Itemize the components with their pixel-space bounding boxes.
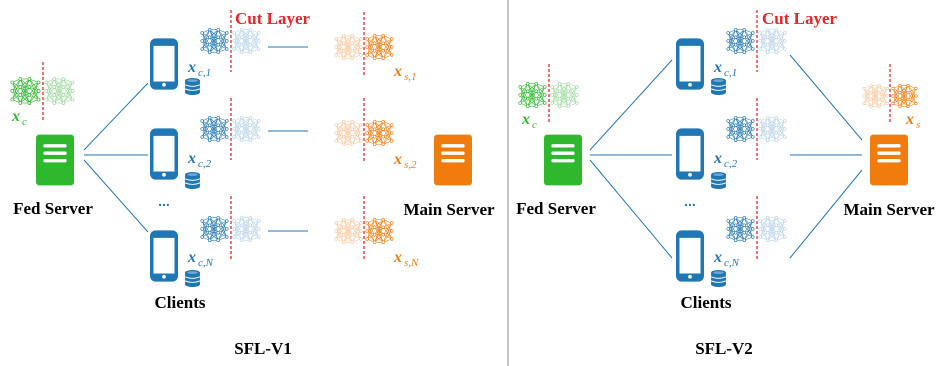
database-icon [711,172,726,189]
connection-lines [589,54,863,259]
server-sub: s [916,119,920,131]
neural-network-icon [758,27,787,55]
fed-server-model: x c [518,64,579,131]
clients-label: Clients [681,293,732,312]
neural-network-icon [726,115,755,143]
smartphone-icon [676,38,704,90]
server-model-n: x s,N [334,196,419,269]
neural-network-icon [862,83,889,109]
database-icon [185,270,200,287]
neural-network-icon [232,215,261,243]
ellipsis: ... [158,193,170,209]
neural-network-icon [10,76,41,106]
client-1: x c,1 [676,10,787,95]
client-sub: c,N [724,257,740,269]
fed-model-var: x [11,108,20,125]
main-server-label: Main Server [403,200,495,219]
cut-layer-label: Cut Layer [762,9,838,28]
client-sub: c,1 [198,67,211,79]
client-var: x [187,59,196,76]
client-var: x [713,150,722,167]
neural-network-icon [44,76,75,106]
neural-network-icon [232,115,261,143]
cut-layer-label: Cut Layer [235,9,311,28]
panel-title: SFL-V2 [695,339,753,358]
neural-network-icon [518,81,547,109]
server-model-1: x s,1 [334,12,417,83]
neural-network-icon [232,27,261,55]
fed-server-icon [544,134,582,186]
fed-server-label: Fed Server [516,199,596,218]
neural-network-icon [334,119,363,147]
fed-server-label: Fed Server [13,199,93,218]
neural-network-icon [758,115,787,143]
client-sub: c,1 [724,67,737,79]
neural-network-icon [891,83,918,109]
client-2: x c,2 [676,98,787,189]
clients-label: Clients [155,293,206,312]
fed-server-icon [36,134,74,186]
neural-network-icon [550,81,579,109]
server-var: x [393,63,402,80]
database-icon [185,78,200,95]
client-sub: c,2 [724,158,738,170]
smartphone-icon [150,230,178,282]
database-icon [711,270,726,287]
client-sub: c,2 [198,158,212,170]
client-n: x c,N [150,196,261,287]
main-server-icon [870,134,908,186]
neural-network-icon [365,217,394,245]
connection-lines [83,46,308,233]
server-var: x [905,111,914,128]
ellipsis: ... [684,193,696,209]
panel-sfl-v1: x c Fed Server Cut Layer x c,1 x c,2 [10,9,495,358]
server-var: x [393,249,402,266]
neural-network-icon [758,215,787,243]
database-icon [185,172,200,189]
database-icon [711,78,726,95]
panel-title: SFL-V1 [234,339,292,358]
client-var: x [187,249,196,266]
neural-network-icon [726,27,755,55]
smartphone-icon [150,38,178,90]
fed-model-sub: c [532,119,537,131]
server-sub: s,1 [404,71,417,83]
neural-network-icon [200,215,229,243]
smartphone-icon [150,128,178,180]
neural-network-icon [200,115,229,143]
client-2: x c,2 [150,98,261,189]
neural-network-icon [365,119,394,147]
client-sub: c,N [198,257,214,269]
neural-network-icon [334,33,363,61]
neural-network-icon [365,33,394,61]
server-model-2: x s,2 [334,98,417,171]
server-var: x [393,151,402,168]
fed-model-var: x [521,111,530,128]
server-model: x s [862,64,920,131]
panel-sfl-v2: x c Fed Server Cut Layer x c,1 x c,2 ... [516,9,935,358]
smartphone-icon [676,230,704,282]
client-n: x c,N [676,196,787,287]
main-server-icon [434,134,472,186]
client-1: x c,1 [150,10,261,95]
client-var: x [187,150,196,167]
fed-model-sub: c [22,116,27,128]
neural-network-icon [726,215,755,243]
neural-network-icon [200,27,229,55]
fed-server-model: x c [10,62,75,128]
client-var: x [713,59,722,76]
main-server-label: Main Server [843,200,935,219]
smartphone-icon [676,128,704,180]
client-var: x [713,249,722,266]
server-sub: s,2 [404,159,417,171]
neural-network-icon [334,217,363,245]
server-sub: s,N [404,257,419,269]
